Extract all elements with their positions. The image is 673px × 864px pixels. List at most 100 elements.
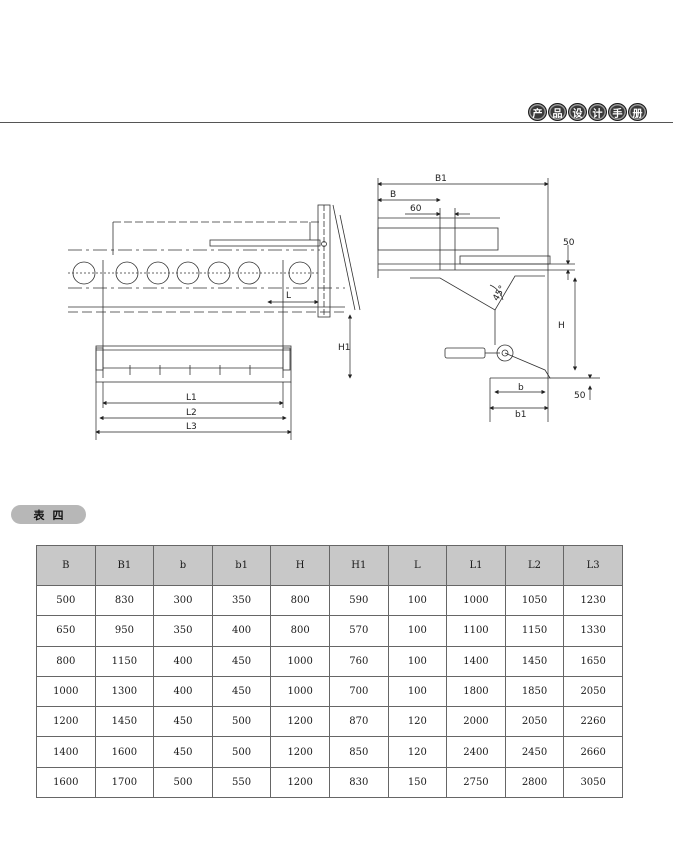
header-badge: 品 bbox=[548, 103, 567, 121]
table-cell: 830 bbox=[328, 766, 389, 799]
table-cell: 2450 bbox=[504, 736, 565, 768]
dim-label-60: 60 bbox=[410, 204, 422, 214]
table-row: 650 950 350 400 800 570 100 1100 1150 13… bbox=[36, 615, 623, 647]
column-header: L bbox=[387, 545, 448, 586]
column-header: B bbox=[36, 545, 96, 586]
dim-label-l2: L2 bbox=[186, 408, 197, 418]
dim-label-l1: L1 bbox=[186, 393, 197, 403]
dim-label-b1-small: b1 bbox=[515, 410, 526, 420]
table-cell: 1200 bbox=[270, 706, 330, 738]
table-cell: 1100 bbox=[446, 615, 506, 647]
table-row: 1000 1300 400 450 1000 700 100 1800 1850… bbox=[36, 675, 623, 708]
table-cell: 850 bbox=[328, 736, 389, 768]
header-badge: 手 bbox=[608, 103, 627, 121]
dim-label-b-small: b bbox=[518, 383, 524, 393]
table-row: 1200 1450 450 500 1200 870 120 2000 2050… bbox=[36, 706, 623, 738]
table-cell: 1450 bbox=[504, 645, 565, 677]
table-cell: 100 bbox=[387, 615, 448, 647]
table-cell: 650 bbox=[36, 615, 96, 647]
table-cell: 1000 bbox=[446, 584, 506, 617]
table-cell: 450 bbox=[211, 645, 272, 677]
column-header: L3 bbox=[563, 545, 623, 586]
table-cell: 1400 bbox=[446, 645, 506, 677]
table-cell: 500 bbox=[211, 706, 272, 738]
spec-table: B B1 b b1 H H1 L L1 L2 L3 500 830 300 35… bbox=[36, 545, 623, 799]
dim-label-b: B bbox=[390, 190, 396, 200]
table-cell: 150 bbox=[387, 766, 448, 799]
table-cell: 2750 bbox=[446, 766, 506, 799]
table-cell: 1600 bbox=[36, 766, 96, 799]
dim-label-50-bottom: 50 bbox=[574, 391, 586, 401]
column-header: b bbox=[153, 545, 213, 586]
table-cell: 350 bbox=[211, 584, 272, 617]
table-header-row: B B1 b b1 H H1 L L1 L2 L3 bbox=[36, 545, 623, 586]
header-badge: 设 bbox=[568, 103, 587, 121]
table-cell: 100 bbox=[387, 645, 448, 677]
technical-drawing: L H1 L1 L2 L3 bbox=[68, 174, 600, 440]
table-cell: 2400 bbox=[446, 736, 506, 768]
table-cell: 1000 bbox=[270, 675, 330, 708]
table-cell: 1650 bbox=[563, 645, 623, 677]
table-cell: 1150 bbox=[504, 615, 565, 647]
dim-label-l: L bbox=[286, 291, 291, 301]
table-cell: 300 bbox=[153, 584, 213, 617]
table-cell: 120 bbox=[387, 736, 448, 768]
header-badge: 计 bbox=[588, 103, 607, 121]
table-cell: 500 bbox=[36, 584, 96, 617]
table-cell: 1450 bbox=[94, 706, 155, 738]
table-cell: 2050 bbox=[504, 706, 565, 738]
table-cell: 2800 bbox=[504, 766, 565, 799]
table-cell: 1200 bbox=[270, 736, 330, 768]
column-header: b1 bbox=[211, 545, 272, 586]
table-cell: 400 bbox=[211, 615, 272, 647]
table-cell: 1230 bbox=[563, 584, 623, 617]
table-row: 500 830 300 350 800 590 100 1000 1050 12… bbox=[36, 584, 623, 617]
table-cell: 2000 bbox=[446, 706, 506, 738]
table-row: 1600 1700 500 550 1200 830 150 2750 2800… bbox=[36, 766, 623, 799]
column-header: H1 bbox=[328, 545, 389, 586]
header-badge: 产 bbox=[528, 103, 547, 121]
table-cell: 830 bbox=[94, 584, 155, 617]
table-cell: 550 bbox=[211, 766, 272, 799]
header-badge: 册 bbox=[628, 103, 647, 121]
table-cell: 800 bbox=[36, 645, 96, 677]
dim-label-l3: L3 bbox=[186, 422, 197, 432]
dim-label-50-top: 50 bbox=[563, 238, 575, 248]
table-cell: 1850 bbox=[504, 675, 565, 708]
table-cell: 350 bbox=[153, 615, 213, 647]
table-row: 1400 1600 450 500 1200 850 120 2400 2450… bbox=[36, 736, 623, 768]
table-cell: 590 bbox=[328, 584, 389, 617]
column-header: H bbox=[270, 545, 330, 586]
table-cell: 3050 bbox=[563, 766, 623, 799]
table-cell: 1200 bbox=[270, 766, 330, 799]
column-header: B1 bbox=[94, 545, 155, 586]
table-cell: 1700 bbox=[94, 766, 155, 799]
table-label: 表四 bbox=[11, 505, 86, 524]
table-cell: 800 bbox=[270, 615, 330, 647]
table-cell: 1800 bbox=[446, 675, 506, 708]
table-cell: 2660 bbox=[563, 736, 623, 768]
table-row: 800 1150 400 450 1000 760 100 1400 1450 … bbox=[36, 645, 623, 677]
dim-label-b1: B1 bbox=[435, 174, 447, 184]
table-cell: 100 bbox=[387, 675, 448, 708]
table-cell: 450 bbox=[211, 675, 272, 708]
table-cell: 1330 bbox=[563, 615, 623, 647]
table-cell: 1050 bbox=[504, 584, 565, 617]
table-cell: 450 bbox=[153, 736, 213, 768]
table-cell: 1600 bbox=[94, 736, 155, 768]
table-cell: 500 bbox=[211, 736, 272, 768]
column-header: L2 bbox=[504, 545, 565, 586]
table-cell: 400 bbox=[153, 675, 213, 708]
table-cell: 760 bbox=[328, 645, 389, 677]
table-cell: 2260 bbox=[563, 706, 623, 738]
table-cell: 1300 bbox=[94, 675, 155, 708]
table-cell: 450 bbox=[153, 706, 213, 738]
dim-label-h: H bbox=[558, 321, 565, 331]
table-cell: 120 bbox=[387, 706, 448, 738]
table-cell: 2050 bbox=[563, 675, 623, 708]
table-cell: 100 bbox=[387, 584, 448, 617]
table-cell: 950 bbox=[94, 615, 155, 647]
table-cell: 500 bbox=[153, 766, 213, 799]
table-cell: 570 bbox=[328, 615, 389, 647]
header-rule bbox=[0, 122, 673, 123]
